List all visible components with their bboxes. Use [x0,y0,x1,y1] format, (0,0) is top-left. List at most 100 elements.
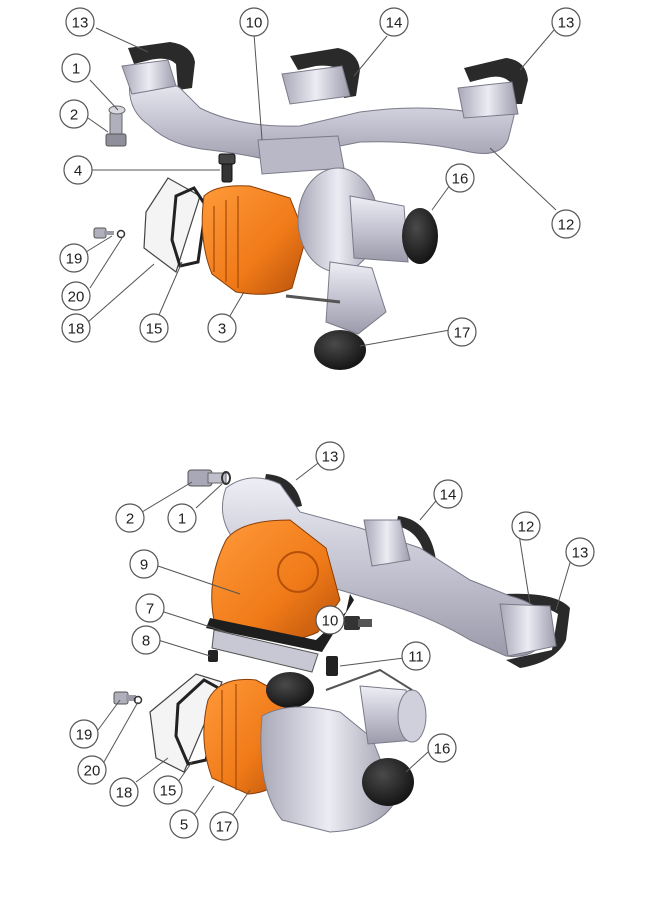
callout-number: 13 [572,545,589,562]
manifold-bottom-flange-center [363,519,411,567]
top-view-callout-20: 20 [61,281,91,311]
top-view-callout-10: 10 [239,7,269,37]
bolt-bottom-10 [344,616,372,630]
callout-circle [109,777,139,807]
callout-circle [445,163,475,193]
bottom-view-callout-1: 1 [167,503,197,533]
callout-number: 14 [440,487,457,504]
callout-number: 15 [146,321,163,338]
callout-circle [61,53,91,83]
callout-number: 5 [180,817,188,834]
bottom-assembly [113,469,570,833]
small-bolt-bottom-19 [113,691,136,705]
callout-circle [169,809,199,839]
bottom-view-callout-8: 8 [131,625,161,655]
leader-lines [85,27,573,819]
top-view-callout-19: 19 [59,243,89,273]
top-view-callout-12: 12 [551,209,581,239]
bottom-view-callout-11: 11 [401,641,431,671]
callout-circle [115,503,145,533]
gasket-ring-bottom-15 [174,678,224,766]
manifold-flange-center [281,65,351,105]
callout-circle [511,511,541,541]
callout-circle [565,537,595,567]
top-view-callout-14: 14 [379,7,409,37]
callout-number: 18 [116,785,133,802]
callout-circle [315,605,345,635]
gasket-left [128,42,195,90]
bottom-view-callout-10: 10 [315,605,345,635]
rubber-cap-17 [314,330,366,370]
gasket-bottom-center [396,516,436,560]
callout-number: 13 [558,15,575,32]
plate-bottom-8 [211,629,319,673]
gasket-bottom-right [506,593,570,668]
manifold-flange-right [457,81,519,119]
manifold-flange-left [121,59,177,95]
top-view-callout-13: 13 [551,7,581,37]
bottom-view-callout-14: 14 [433,479,463,509]
top-view-callout-2: 2 [59,99,89,129]
callout-circle [59,99,89,129]
callout-circle [63,155,93,185]
bottom-view-callout-20: 20 [77,755,107,785]
callout-number: 14 [386,15,403,32]
callout-circle [129,549,159,579]
callout-circle [69,719,99,749]
bottom-view-callout-2: 2 [115,503,145,533]
callout-number: 17 [216,819,233,836]
top-view-callout-13: 13 [65,7,95,37]
top-view-callout-17: 17 [447,317,477,347]
callout-circle [239,7,269,37]
bottom-view-callout-19: 19 [69,719,99,749]
callout-circle [427,733,457,763]
callout-number: 19 [76,727,93,744]
callout-circle [131,625,161,655]
callout-number: 15 [160,783,177,800]
top-view-callout-4: 4 [63,155,93,185]
callout-number: 16 [434,741,451,758]
gasket-ring-15 [170,186,208,268]
rubber-cap-bottom-top [266,672,314,708]
bottom-view-callout-12: 12 [511,511,541,541]
gasket-center [290,48,360,98]
bottom-view-callout-9: 9 [129,549,159,579]
callout-number: 1 [72,61,80,78]
callout-circle [379,7,409,37]
callout-circle [315,441,345,471]
manifold-pipe [128,75,515,169]
callout-number: 7 [146,601,154,618]
callout-number: 2 [70,107,78,124]
callout-number: 17 [454,325,471,342]
callout-circle [401,641,431,671]
top-assembly [93,42,528,370]
callout-number: 20 [68,289,85,306]
callout-number: 13 [72,15,89,32]
callout-number: 18 [68,321,85,338]
callout-number: 20 [84,763,101,780]
manifold-bottom-flange-right [499,603,557,657]
bolt-bottom-8 [208,650,218,662]
callout-circle [209,811,239,841]
callout-number: 3 [218,321,226,338]
callout-circle [551,209,581,239]
gasket-plate-bottom-18 [149,673,223,773]
washer-20 [116,229,126,239]
turbo-outlet-top [349,195,409,263]
callout-number: 8 [142,633,150,650]
rubber-cap-bottom-16 [362,758,414,806]
callout-number: 11 [408,649,424,666]
callout-circle [61,281,91,311]
callout-number: 10 [246,15,263,32]
orange-housing-top [201,185,307,295]
bottom-view-callout-18: 18 [109,777,139,807]
bottom-view-callout-13: 13 [315,441,345,471]
callout-number: 12 [518,519,535,536]
callout-circle [153,775,183,805]
bolt-top-mid [218,153,236,183]
callout-circle [77,755,107,785]
bottom-view-callout-17: 17 [209,811,239,841]
